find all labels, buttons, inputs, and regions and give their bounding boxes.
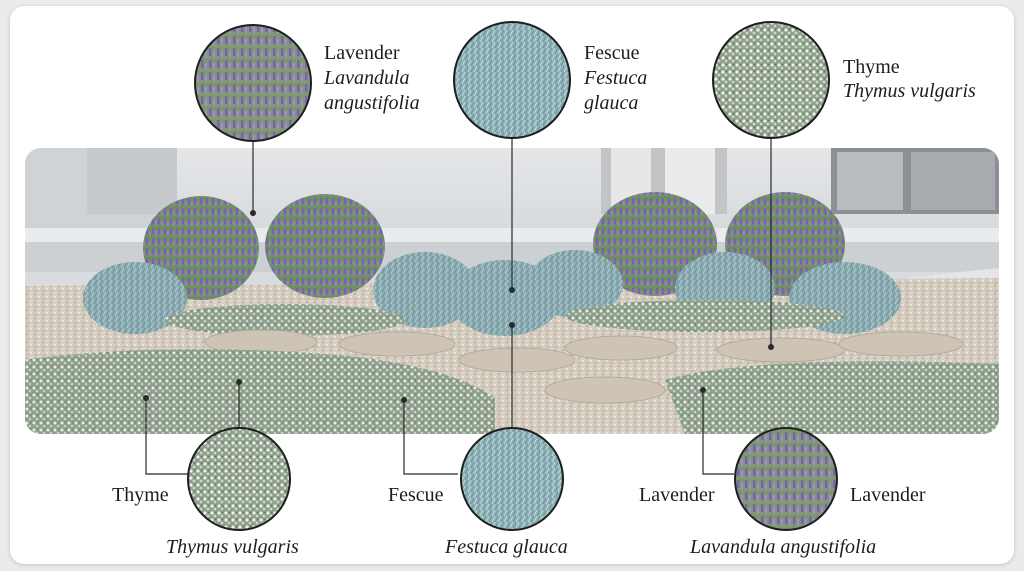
label-lavender-common: Lavender bbox=[324, 42, 400, 64]
label-fescue-common: Fescue bbox=[584, 42, 640, 64]
label-fescue-latin-2: glauca bbox=[584, 92, 639, 114]
label-thyme-latin-bottom: Thymus vulgaris bbox=[166, 536, 299, 558]
label-thyme-common: Thyme bbox=[843, 56, 900, 78]
label-lavender-latin-bottom: Lavandula angustifolia bbox=[690, 536, 877, 558]
garden-illustration bbox=[25, 148, 999, 434]
label-lavender-common-bottom-left: Lavender bbox=[639, 484, 715, 506]
label-thyme-common-bottom: Thyme bbox=[112, 484, 169, 506]
garden-scene bbox=[25, 148, 999, 434]
label-fescue-latin-1: Festuca bbox=[584, 67, 648, 89]
label-lavender-latin-1: Lavandula bbox=[324, 67, 410, 89]
label-thyme-latin: Thymus vulgaris bbox=[843, 80, 976, 102]
label-lavender-common-bottom-right: Lavender bbox=[850, 484, 926, 506]
label-fescue-common-bottom: Fescue bbox=[388, 484, 444, 506]
label-lavender-latin-2: angustifolia bbox=[324, 92, 420, 114]
label-fescue-latin-bottom: Festuca glauca bbox=[445, 536, 568, 558]
